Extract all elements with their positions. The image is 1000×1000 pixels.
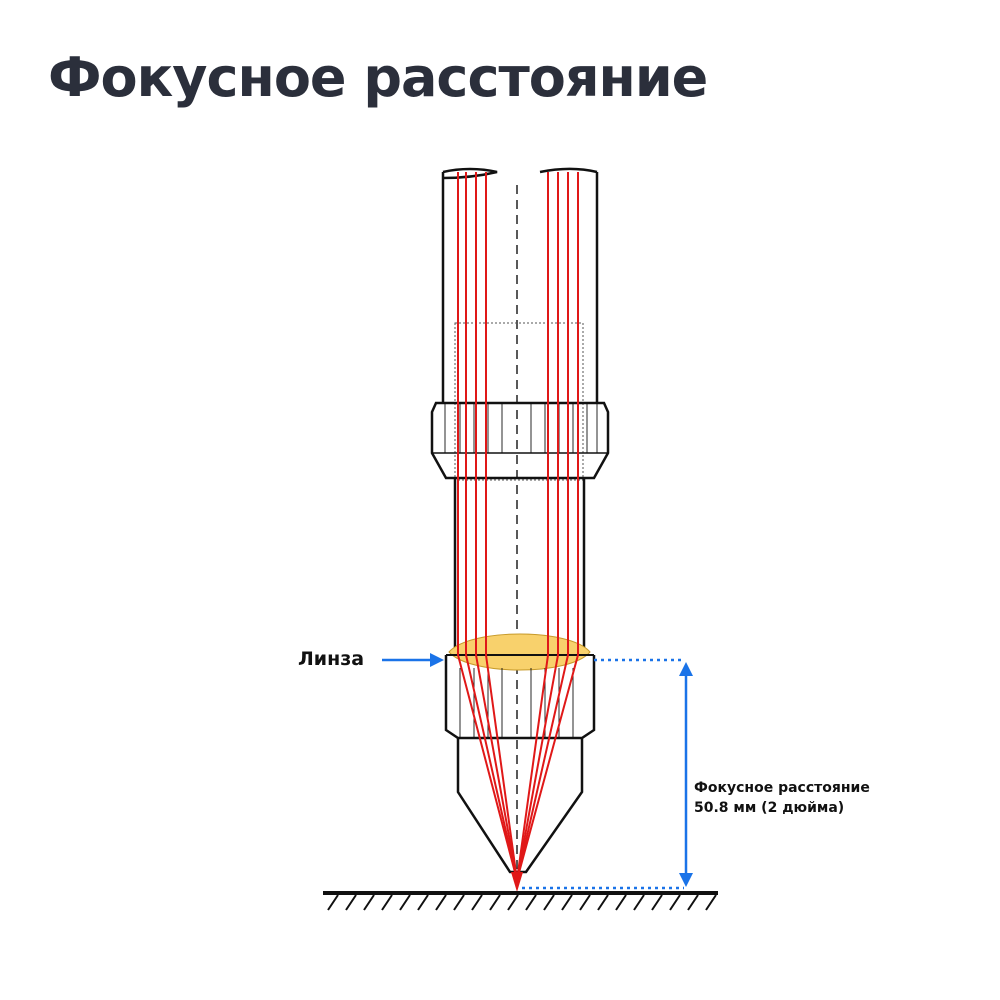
focal-point [511,872,523,892]
focal-distance-label: Фокусное расстояние 50.8 мм (2 дюйма) [694,778,870,818]
lens-pointer-arrow [382,653,444,667]
laser-beams [457,172,579,881]
lens-holder [444,654,596,740]
middle-tube [453,478,586,650]
work-surface [323,891,718,911]
page-title: Фокусное расстояние [48,46,708,109]
knurled-collar [430,401,610,480]
inner-housing-outline [454,322,584,481]
lens-label: Линза [298,648,365,670]
focal-distance-title: Фокусное расстояние [694,780,870,796]
focal-distance-value: 50.8 мм (2 дюйма) [694,800,845,816]
focal-dimension [522,658,693,890]
